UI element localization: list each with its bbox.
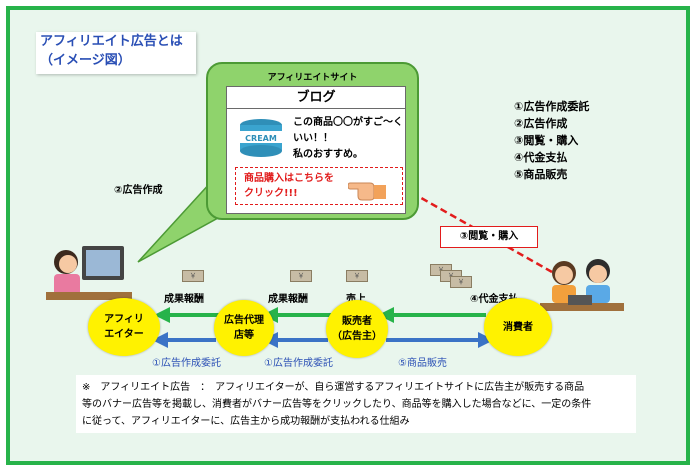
commission-label-1: ①広告作成委託 (152, 358, 221, 369)
ad-creation-label: ②広告作成 (114, 185, 163, 196)
browse-purchase-arrow (394, 182, 553, 274)
affiliator-line-1: アフィリ (104, 314, 144, 325)
money-icon-2: ￥ (290, 270, 312, 282)
affiliate-site-bubble: アフィリエイトサイト ブログ CREAM この商品〇〇がすご～く いい！！ 私の… (206, 62, 419, 220)
money-icon-6: ￥ (450, 276, 472, 288)
affiliate-site-label: アフィリエイトサイト (267, 73, 358, 83)
affiliator-illustration (46, 246, 132, 300)
step-4: ④代金支払 (514, 151, 568, 164)
seller-line-1: 販売者 (342, 316, 372, 327)
blog-post-text: この商品〇〇がすご～く いい！！ 私のおすすめ。 (293, 115, 405, 163)
consumer-label: 消費者 (503, 321, 533, 333)
agency-line-1: 広告代理 (224, 315, 264, 326)
title-line-2: （イメージ図） (40, 53, 131, 68)
seller-node: 販売者 （広告主） (326, 300, 388, 358)
definition-note: ※ アフィリエイト広告 ： アフィリエイターが、自ら運営するアフィリエイトサイト… (76, 375, 636, 433)
step-3: ③閲覧・購入 (514, 134, 579, 147)
blog-post-line-2: いい！！ (293, 133, 333, 144)
consumer-node: 消費者 (484, 298, 552, 356)
cream-jar-icon (240, 119, 282, 157)
step-5: ⑤商品販売 (514, 168, 568, 181)
step-1: ①広告作成委託 (514, 100, 590, 113)
note-line-3: に従って、アフィリエイターに、広告主から成功報酬が支払われる仕組み (82, 416, 410, 427)
affiliator-line-2: エイター (104, 329, 144, 340)
reward-label-2: 成果報酬 (268, 294, 308, 305)
title-box: アフィリエイト広告とは （イメージ図） (36, 32, 196, 74)
title-line-1: アフィリエイト広告とは (40, 34, 183, 49)
agency-line-2: 店等 (234, 330, 254, 341)
banner-ad[interactable]: 商品購入はこちらを クリック!!! (235, 167, 403, 205)
blog-window: ブログ CREAM この商品〇〇がすご～く いい！！ 私のおすすめ。 商品購入は… (226, 86, 406, 214)
banner-ad-line-2: クリック!!! (244, 188, 298, 199)
agency-node: 広告代理 店等 (214, 300, 274, 356)
banner-ad-line-1: 商品購入はこちらを (244, 173, 334, 184)
banner-ad-text: 商品購入はこちらを クリック!!! (244, 171, 334, 201)
step-2: ②広告作成 (514, 117, 568, 130)
blog-post-line-1: この商品〇〇がすご～く (293, 117, 403, 128)
product-sale-label: ⑤商品販売 (398, 358, 447, 369)
step-legend: ①広告作成委託 ②広告作成 ③閲覧・購入 ④代金支払 ⑤商品販売 (514, 98, 589, 183)
money-icon-1: ￥ (182, 270, 204, 282)
money-icon-3: ￥ (346, 270, 368, 282)
blog-post-line-3: 私のおすすめ。 (293, 149, 363, 160)
browse-purchase-label: ③閲覧・購入 (440, 226, 538, 248)
pointing-hand-icon (348, 182, 386, 201)
affiliator-node: アフィリ エイター (88, 298, 160, 356)
commission-label-2: ①広告作成委託 (264, 358, 333, 369)
reward-label-1: 成果報酬 (164, 294, 204, 305)
cream-jar-label: CREAM (245, 134, 277, 143)
payment-label: ④代金支払 (470, 294, 519, 305)
sales-label: 売上 (346, 290, 366, 305)
note-line-1: ※ アフィリエイト広告 ： アフィリエイターが、自ら運営するアフィリエイトサイト… (82, 382, 585, 393)
note-line-2: 等のバナー広告等を掲載し、消費者がバナー広告等をクリックしたり、商品等を購入した… (82, 399, 592, 410)
consumer-illustration (540, 259, 624, 311)
blog-title: ブログ (227, 87, 405, 109)
seller-line-2: （広告主） (332, 331, 382, 342)
